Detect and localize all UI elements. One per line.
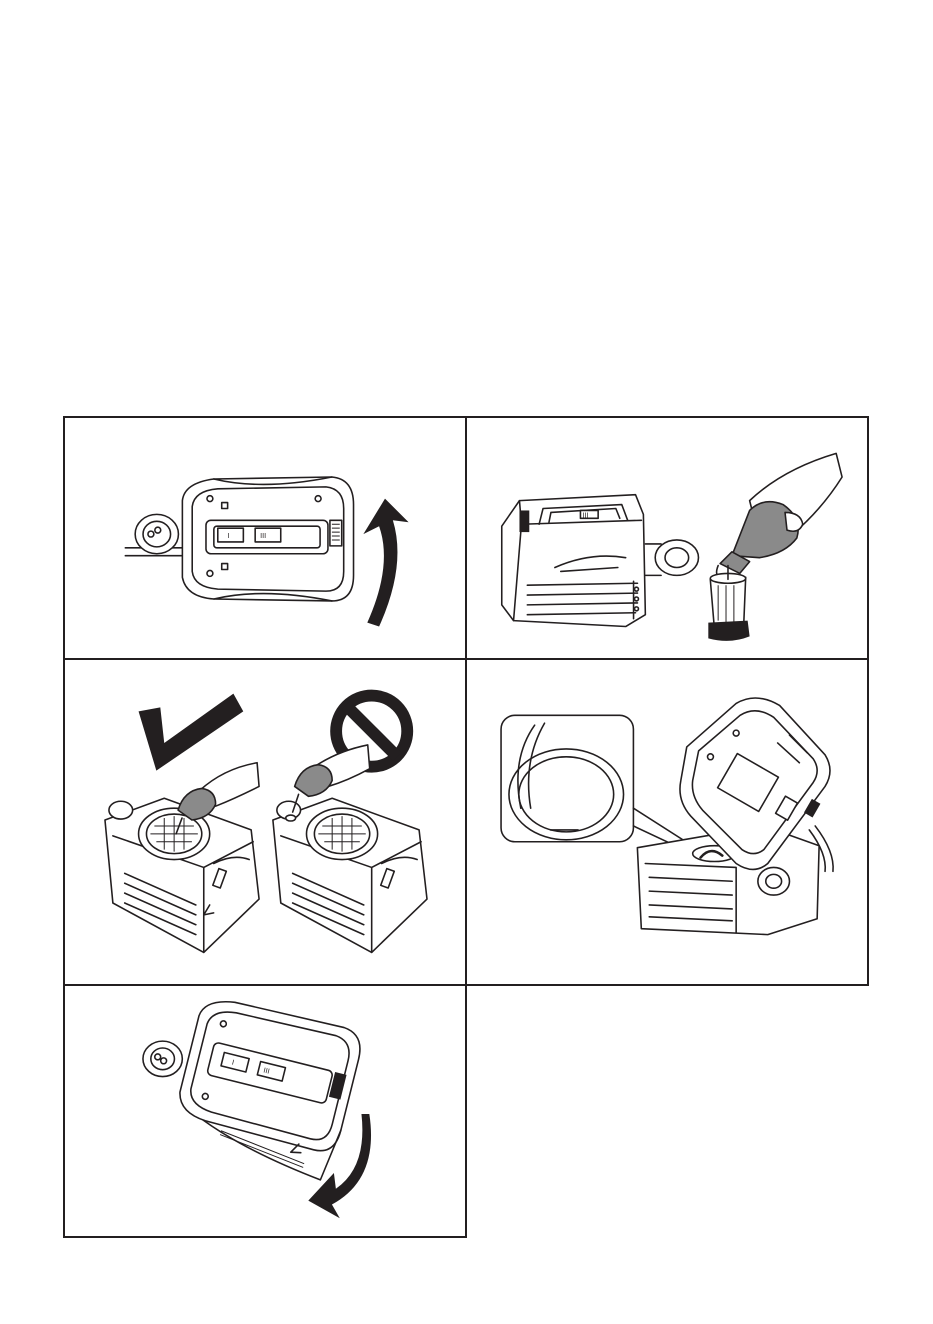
fill-cap-icon [758,867,790,895]
device-prohibited-pour [273,745,427,952]
step-5-illustration: I III [65,986,465,1236]
fill-bottle-icon [708,453,842,640]
step-5-panel: I III [63,984,467,1238]
fill-cap-icon [135,514,178,553]
step-3-panel [63,658,467,986]
step-3-illustration [65,660,465,984]
step-2-illustration: III [467,418,867,658]
power-switch-label: I [228,532,230,540]
power-switch-icon [218,528,244,542]
step-1-panel: I III [63,416,467,660]
step-4-panel [465,658,869,986]
step-2-panel: III [465,416,869,660]
level-indicator-label: III [260,532,266,540]
step-4-illustration [467,660,867,984]
device-body-tilted: I III [168,993,366,1182]
svg-text:III: III [582,511,588,519]
funnel-icon [710,577,745,626]
fill-cap-icon [655,540,698,575]
rotate-up-arrow-icon [363,499,408,627]
fill-cap-icon [143,1041,182,1076]
level-indicator-icon [255,528,281,542]
detail-callout-icon [501,715,704,857]
check-mark-icon [139,694,244,771]
device-body-side-view: III [502,495,699,627]
step-1-illustration: I III [65,418,465,658]
device-correct-pour [105,763,259,953]
device-body-top-view: I III [182,477,353,601]
